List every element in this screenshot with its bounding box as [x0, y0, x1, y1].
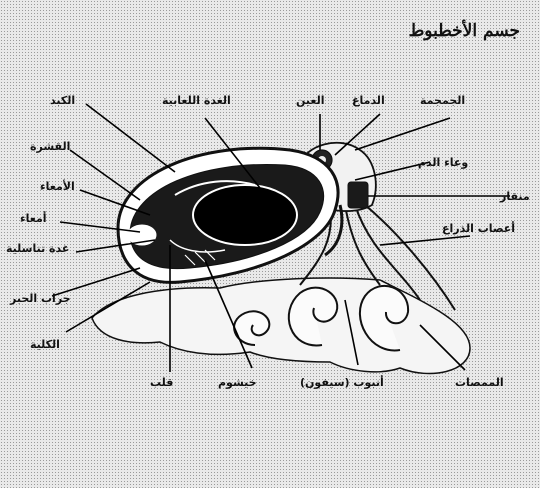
- leader-shell: [70, 150, 140, 200]
- label-blood-vessel: وعاء الدم: [418, 156, 468, 169]
- label-kidney: الكلية: [30, 338, 60, 351]
- label-shell: القشرة: [30, 140, 70, 153]
- label-brain: الدماغ: [352, 94, 385, 107]
- label-intestines: الأمعاء: [40, 179, 75, 193]
- label-ovary: أمعاء: [20, 211, 47, 225]
- label-liver: الكبد: [50, 94, 75, 107]
- label-siphon: أنبوب (سيفون): [300, 375, 384, 389]
- label-gill: خيشوم: [218, 376, 257, 389]
- organ-stomach: [193, 185, 297, 245]
- beak-shape: [348, 182, 368, 208]
- leader-liver: [86, 104, 175, 172]
- label-digestive-gland: الغدة اللعابية: [162, 94, 231, 107]
- leader-arm-nerves: [380, 236, 470, 245]
- label-heart: قلب: [150, 376, 173, 389]
- label-eye: العين: [296, 94, 325, 107]
- label-ink-sac: جراب الحبر: [9, 292, 71, 305]
- label-sexual-organ: غدة تناسلية: [6, 242, 69, 255]
- label-beak: منقار: [499, 190, 530, 203]
- label-tentacles: الممصات: [455, 376, 504, 389]
- label-skull: الجمجمة: [420, 94, 465, 107]
- octopus-illustration: [92, 143, 470, 374]
- diagram-title: جسم الأخطبوط: [409, 19, 520, 41]
- label-arm-nerves: أعصاب الذراع: [442, 221, 515, 235]
